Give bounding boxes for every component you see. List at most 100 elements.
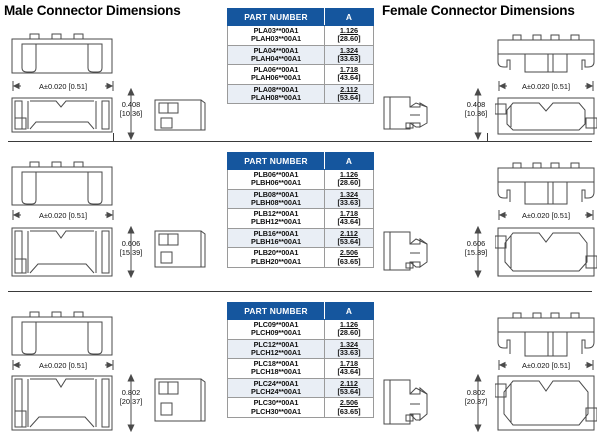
female-height-mm-1: [10.36] [464, 109, 488, 119]
column-header-part-number: PART NUMBER [227, 8, 325, 26]
male-top-view-3 [8, 374, 118, 432]
cell-a-value: 1.126 [28.60] [324, 25, 374, 46]
cell-a-value: 1.324 [33.63] [324, 188, 374, 210]
part-number-secondary: PLCH30**00A1 [251, 406, 301, 416]
column-header-a: A [324, 8, 374, 26]
part-number-primary: PLC30**00A1 [253, 398, 299, 408]
table-row: PLC30**00A1 PLCH30**00A1 2.506 [63.65] [227, 397, 374, 418]
female-isometric-view-2 [380, 228, 432, 276]
male-height-inch-1: 0.408 [121, 100, 141, 109]
section-divider-1 [8, 141, 592, 142]
female-width-dimension-3: A±0.020 [0.51] [521, 361, 571, 370]
cell-a-value: 2.112 [53.64] [324, 227, 374, 249]
a-inch: 2.506 [339, 398, 359, 408]
a-mm: [28.60] [337, 34, 361, 44]
column-header-part-number: PART NUMBER [227, 302, 325, 320]
cell-a-value: 2.506 [63.65] [324, 397, 374, 418]
part-number-primary: PLC12**00A1 [253, 339, 299, 349]
a-mm: [43.64] [337, 73, 361, 83]
a-inch: 1.718 [339, 209, 359, 219]
cell-part-numbers: PLA04**00A1 PLAH04**00A1 [227, 44, 325, 66]
female-top-view-2 [495, 226, 597, 278]
a-inch: 2.112 [340, 84, 358, 94]
male-width-dimension-1: A±0.020 [0.51] [38, 82, 88, 91]
a-inch: 2.112 [340, 378, 358, 388]
cell-part-numbers: PLC30**00A1 PLCH30**00A1 [227, 397, 325, 418]
part-number-secondary: PLBH08**00A1 [251, 197, 301, 207]
male-height-dimension-2: 0.606 [15.39] [92, 239, 170, 258]
part-number-secondary: PLAH04**00A1 [251, 53, 301, 63]
a-mm: [28.60] [337, 178, 361, 188]
male-height-dimension-1: 0.408 [10.36] [92, 100, 170, 119]
part-number-primary: PLB12**00A1 [253, 209, 299, 219]
female-height-inch-3: 0.802 [466, 388, 486, 397]
cell-a-value: 2.112 [53.64] [324, 83, 374, 105]
cell-part-numbers: PLB12**00A1 PLBH12**00A1 [227, 208, 325, 229]
table-row: PLC12**00A1 PLCH12**00A1 1.324 [33.63] [227, 338, 374, 360]
table-row: PLA04**00A1 PLAH04**00A1 1.324 [33.63] [227, 44, 374, 66]
male-height-arrows-1 [124, 88, 138, 140]
a-mm: [33.63] [337, 197, 361, 207]
a-inch: 2.506 [339, 248, 359, 258]
male-height-mm-2: [15.39] [119, 248, 143, 258]
female-front-view-2 [495, 162, 597, 210]
female-top-view-1 [495, 96, 597, 136]
male-height-mm-3: [20.37] [119, 397, 143, 407]
page-title-male: Male Connector Dimensions [4, 3, 181, 18]
cell-part-numbers: PLA06**00A1 PLAH06**00A1 [227, 64, 325, 85]
cell-a-value: 1.718 [43.64] [324, 64, 374, 85]
cell-a-value: 1.126 [28.60] [324, 169, 374, 190]
part-number-primary: PLB08**00A1 [253, 189, 299, 199]
a-inch: 1.126 [339, 26, 359, 36]
table-row: PLB06**00A1 PLBH06**00A1 1.126 [28.60] [227, 169, 374, 190]
a-mm: [53.64] [337, 92, 361, 102]
a-inch: 1.324 [339, 45, 359, 55]
male-isometric-view-2 [152, 228, 208, 272]
cell-part-numbers: PLC18**00A1 PLCH18**00A1 [227, 358, 325, 379]
part-number-primary: PLC24**00A1 [253, 378, 299, 388]
part-number-primary: PLA08**00A1 [253, 84, 299, 94]
cell-part-numbers: PLB20**00A1 PLBH20**00A1 [227, 247, 325, 268]
cell-part-numbers: PLB06**00A1 PLBH06**00A1 [227, 169, 325, 190]
table-row: PLC24**00A1 PLCH24**00A1 2.112 [53.64] [227, 377, 374, 399]
female-width-arrows-1 [495, 80, 597, 92]
male-height-mm-1: [10.36] [119, 109, 143, 119]
part-number-primary: PLB06**00A1 [253, 170, 299, 179]
female-width-dimension-2: A±0.020 [0.51] [521, 211, 571, 220]
a-mm: [63.65] [337, 406, 361, 416]
table-header-row: PART NUMBER A [227, 302, 374, 320]
part-number-primary: PLC09**00A1 [253, 320, 299, 329]
male-front-view-1 [8, 30, 118, 78]
female-front-view-3 [495, 312, 597, 360]
part-number-table-3: PART NUMBER A PLC09**00A1 PLCH09**00A1 1… [227, 302, 374, 418]
table-row: PLB20**00A1 PLBH20**00A1 2.506 [63.65] [227, 247, 374, 268]
table-row: PLA08**00A1 PLAH08**00A1 2.112 [53.64] [227, 83, 374, 105]
cell-part-numbers: PLA08**00A1 PLAH08**00A1 [227, 83, 325, 105]
part-number-secondary: PLAH03**00A1 [251, 34, 301, 44]
a-inch: 1.718 [339, 359, 359, 369]
cell-part-numbers: PLC12**00A1 PLCH12**00A1 [227, 338, 325, 360]
male-front-view-2 [8, 158, 118, 210]
part-number-primary: PLB16**00A1 [253, 228, 299, 238]
female-height-inch-1: 0.408 [466, 100, 486, 109]
cell-a-value: 1.324 [33.63] [324, 44, 374, 66]
table-header-row: PART NUMBER A [227, 152, 374, 170]
page-title-female: Female Connector Dimensions [382, 3, 575, 18]
male-isometric-view-3 [152, 376, 208, 426]
part-number-secondary: PLAH08**00A1 [251, 92, 301, 102]
a-inch: 1.718 [339, 65, 359, 75]
column-header-a: A [324, 302, 374, 320]
cell-part-numbers: PLB08**00A1 PLBH08**00A1 [227, 188, 325, 210]
female-height-dimension-2: 0.606 [15.39] [437, 239, 515, 258]
column-header-part-number: PART NUMBER [227, 152, 325, 170]
male-width-arrows-2 [8, 209, 118, 221]
part-number-primary: PLC18**00A1 [253, 359, 299, 369]
female-height-arrows-1 [471, 88, 485, 140]
table-row: PLB16**00A1 PLBH16**00A1 2.112 [53.64] [227, 227, 374, 249]
part-number-secondary: PLBH12**00A1 [251, 217, 301, 227]
a-inch: 2.112 [340, 228, 358, 238]
male-width-dimension-3: A±0.020 [0.51] [38, 361, 88, 370]
female-height-inch-2: 0.606 [466, 239, 486, 248]
a-mm: [33.63] [337, 53, 361, 63]
female-top-view-3 [495, 374, 597, 432]
